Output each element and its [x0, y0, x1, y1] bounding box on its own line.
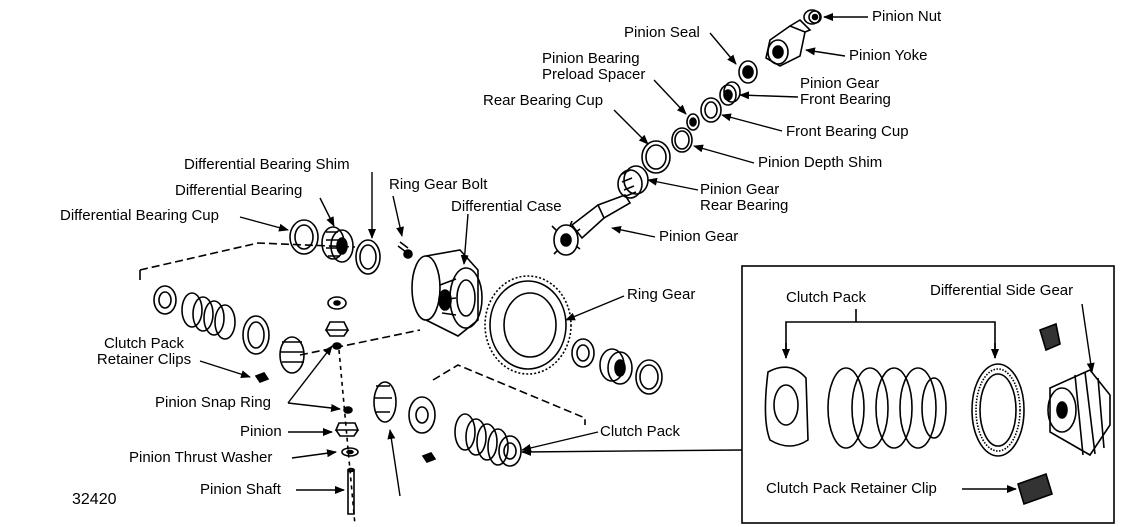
inset-side-gear [1047, 369, 1111, 457]
label-line: Retainer Clips [96, 351, 192, 368]
differential-bearing-cup-part [289, 219, 319, 255]
inset-label-differential-side-gear: Differential Side Gear [930, 282, 1074, 299]
right-clutch-pack-group [373, 364, 586, 467]
pinion-gear-rear-bearing [617, 165, 649, 199]
leader-lines [199, 13, 1095, 497]
pinion-yoke [765, 18, 812, 67]
left-clutch-pack-group [139, 242, 421, 383]
label-pinion-yoke: Pinion Yoke [849, 47, 928, 64]
pinion-depth-shim [671, 127, 693, 153]
label-pinion-nut: Pinion Nut [872, 8, 942, 25]
label-line: Preload Spacer [542, 66, 646, 83]
label-line: Front Bearing [800, 91, 891, 108]
label-front-bearing-cup: Front Bearing Cup [786, 123, 909, 140]
label-pinion-gear-front-bearing: Pinion Gear Front Bearing [800, 76, 891, 108]
label-ring-gear-bolt: Ring Gear Bolt [389, 176, 488, 193]
pinion-gear [551, 194, 632, 256]
label-line: Pinion Bearing [542, 50, 640, 67]
label-pinion-bearing-preload-spacer: Pinion Bearing Preload Spacer [542, 51, 645, 83]
pinion-stack [334, 349, 360, 526]
label-pinion-thrust-washer: Pinion Thrust Washer [129, 449, 273, 466]
side-bearing-right [571, 338, 663, 395]
pinion-nut [803, 9, 822, 25]
inset-box [741, 265, 1115, 524]
inset-label-clutch-pack-retainer-clip: Clutch Pack Retainer Clip [766, 480, 937, 497]
label-pinion-snap-ring: Pinion Snap Ring [155, 394, 271, 411]
label-pinion-seal: Pinion Seal [624, 24, 700, 41]
label-line: Pinion Gear [800, 75, 880, 92]
pinion-bearing-preload-spacer [686, 113, 700, 131]
label-differential-bearing-cup: Differential Bearing Cup [60, 207, 219, 224]
label-differential-bearing-shim: Differential Bearing Shim [184, 156, 350, 173]
rear-bearing-cup [641, 140, 671, 174]
label-pinion-shaft: Pinion Shaft [200, 481, 281, 498]
differential-pinion-top [324, 296, 350, 350]
label-pinion-depth-shim: Pinion Depth Shim [758, 154, 883, 171]
label-differential-bearing: Differential Bearing [175, 182, 303, 199]
label-pinion-gear-rear-bearing: Pinion Gear Rear Bearing [700, 182, 788, 214]
differential-bearing-shim-part [355, 239, 381, 275]
label-ring-gear: Ring Gear [627, 286, 696, 303]
ring-gear-bolt-part [397, 241, 413, 259]
front-bearing-cup [700, 97, 722, 123]
figure-number: 32420 [72, 491, 117, 508]
differential-case-part [411, 249, 483, 337]
inset-clutch-pack-bracket [782, 309, 999, 359]
inset-retainer-clips [1017, 322, 1061, 506]
label-line: Rear Bearing [700, 197, 789, 214]
pinion-seal [738, 60, 758, 84]
label-pinion: Pinion [240, 423, 282, 440]
differential-bearing-part [321, 226, 354, 263]
ring-gear-part [484, 275, 572, 375]
inset-clutch-discs [764, 363, 1025, 457]
label-line: Clutch Pack [103, 335, 185, 352]
label-differential-case: Differential Case [451, 198, 562, 215]
inset-label-clutch-pack: Clutch Pack [786, 289, 867, 306]
label-pinion-gear: Pinion Gear [659, 228, 739, 245]
label-clutch-pack: Clutch Pack [600, 423, 681, 440]
label-clutch-pack-retainer-clips: Clutch Pack Retainer Clips [84, 336, 204, 368]
label-line: Pinion Gear [700, 181, 780, 198]
pinion-gear-front-bearing [719, 81, 741, 106]
label-rear-bearing-cup: Rear Bearing Cup [483, 92, 604, 109]
